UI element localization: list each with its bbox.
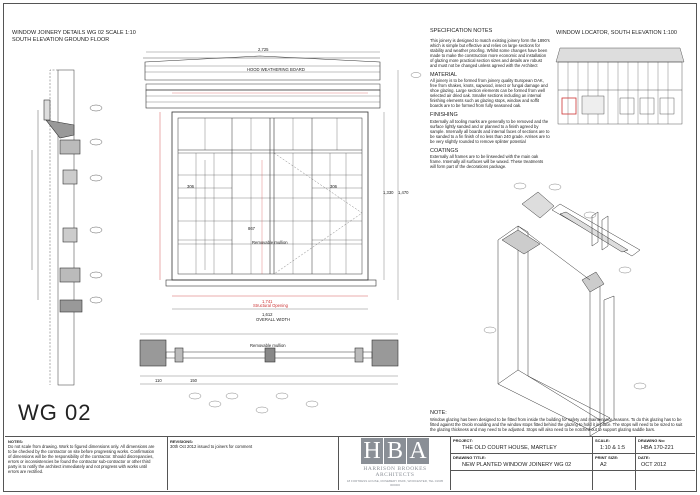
drawing-title-label: DRAWING TITLE: xyxy=(453,455,486,460)
drawing-no-label: DRAWING No: xyxy=(638,438,666,443)
spec-finishing: Externally all tooling marks are general… xyxy=(430,118,550,144)
project-label: PROJECT: xyxy=(453,438,473,443)
spec-coatings: Externally all frames are to be linseede… xyxy=(430,154,544,169)
locator-title: WINDOW LOCATOR, SOUTH ELEVATION 1:100 xyxy=(556,30,677,36)
structural-opening-label: Structural Opening xyxy=(253,303,288,308)
revisions-heading: REVISIONS: xyxy=(170,439,194,444)
drawing-no-value: HBA 170-221 xyxy=(641,445,674,451)
logo-letter: B xyxy=(384,438,406,464)
logo-letter: H xyxy=(361,438,383,464)
dim-867: 867 xyxy=(248,226,255,231)
spec-finishing-heading: FINISHING xyxy=(430,112,458,118)
dim-overall: 1,612 xyxy=(262,312,273,317)
print-size-value: A2 xyxy=(600,462,607,468)
overall-width-label: OVERALL WIDTH xyxy=(256,317,291,322)
title-block xyxy=(5,436,695,491)
divider xyxy=(338,436,339,490)
glazing-note: NOTE: Window glazing has been designed t… xyxy=(430,410,685,432)
logo-address: 18 FORTRESS HOUSE, ROSEBERY PARK, WORCES… xyxy=(346,479,444,487)
divider xyxy=(592,436,593,490)
drawing-code: WG 02 xyxy=(18,400,92,425)
plan-dim-110: 110 xyxy=(155,378,162,383)
date-value: OCT 2012 xyxy=(641,462,667,468)
hood-label: HOOD WEATHERING BOARD xyxy=(247,67,305,72)
drawing-title-value: NEW PLANTED WINDOW JOINERY WG 02 xyxy=(462,462,572,468)
project-value: THE OLD COURT HOUSE, MARTLEY xyxy=(462,445,557,451)
plan-mullion-label: Removable mullion xyxy=(250,343,286,348)
notes-box: NOTES: Do not scale from drawing. Work t… xyxy=(8,439,158,474)
detail-title-line2: SOUTH ELEVATION GROUND FLOOR xyxy=(12,36,110,43)
scale-label: SCALE: xyxy=(595,438,610,443)
detail-title: WINDOW JOINERY DETAILS WG 02 SCALE 1:10 … xyxy=(12,30,136,43)
detail-title-line1: WINDOW JOINERY DETAILS WG 02 SCALE 1:10 xyxy=(12,30,136,36)
dim-structural: 1,741 xyxy=(262,299,273,304)
spec-intro: This joinery is designed to match existi… xyxy=(430,37,550,68)
spec-coatings-heading: COATINGS xyxy=(430,147,459,154)
logo-name: HARRISON BROOKES ARCHITECTS xyxy=(363,466,427,478)
note-text: Window glazing has been designed to be f… xyxy=(430,416,683,432)
print-size-label: PRINT SIZE: xyxy=(595,455,619,460)
dim-306-b: 306 xyxy=(330,184,337,189)
plan-dim-150: 150 xyxy=(190,378,197,383)
hba-logo: H B A HARRISON BROOKES ARCHITECTS 18 FOR… xyxy=(345,438,445,488)
revisions-box: REVISIONS: 30th Oct 2012 issued to joine… xyxy=(170,439,330,449)
scale-value: 1:10 & 1:5 xyxy=(600,445,626,451)
spec-material: All joinery is to be formed from joinery… xyxy=(430,78,548,108)
divider xyxy=(635,436,636,490)
notes-text: Do not scale from drawing. Work to figur… xyxy=(8,444,155,474)
divider xyxy=(450,470,695,471)
spec-heading: SPECIFICATION NOTES xyxy=(430,28,493,34)
notes-heading: NOTES: xyxy=(8,439,24,444)
divider xyxy=(167,436,168,490)
note-heading: NOTE: xyxy=(430,410,447,416)
removable-mullion-label: Removable mullion xyxy=(252,240,288,245)
date-label: DATE: xyxy=(638,455,650,460)
divider xyxy=(450,453,695,454)
divider xyxy=(450,436,451,490)
dim-height: 1,470 xyxy=(398,190,409,195)
specification-notes: SPECIFICATION NOTES This joinery is desi… xyxy=(430,28,550,169)
logo-letter: A xyxy=(407,438,429,464)
drawing-sheet xyxy=(3,3,697,492)
revisions-text: 30th Oct 2012 issued to joiners for comm… xyxy=(170,444,253,449)
dim-height-inner: 1,330 xyxy=(383,190,394,195)
spec-material-heading: MATERIAL xyxy=(430,71,458,78)
dim-top: 2,725 xyxy=(258,47,269,52)
dim-306-a: 306 xyxy=(187,184,194,189)
